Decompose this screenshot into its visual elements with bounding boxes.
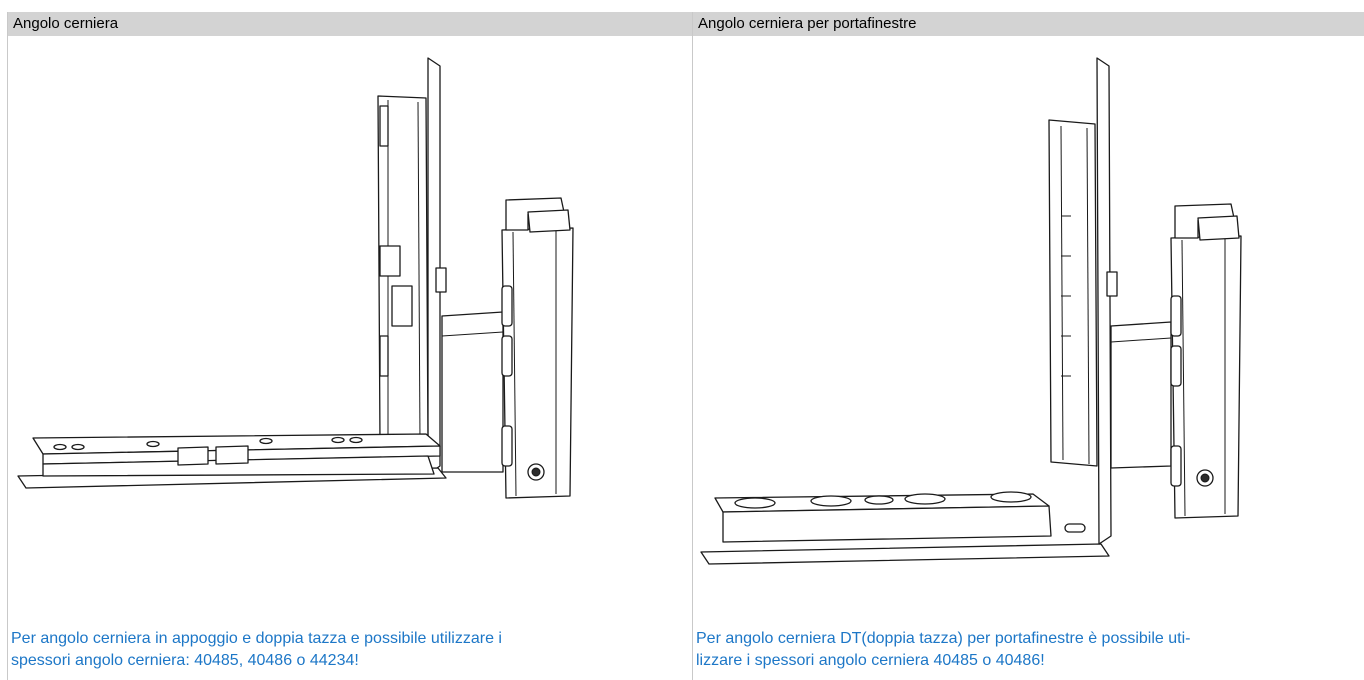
- hinge-corner-drawing: [8, 36, 692, 596]
- caption-line: lizzare i spessori angolo cerniera 40485…: [696, 652, 1045, 669]
- column-hinge-corner: Angolo cerniera: [7, 12, 693, 680]
- hinge-corner-french-window-illustration: [700, 57, 1242, 565]
- caption-line: Per angolo cerniera in appoggio e doppia…: [11, 630, 502, 647]
- cut-off-page-heading: [0, 0, 1364, 12]
- column-header: Angolo cerniera per portafinestre: [693, 12, 1364, 36]
- caption-note: Per angolo cerniera DT(doppia tazza) per…: [696, 628, 1364, 672]
- hinge-corner-french-window-drawing: [693, 36, 1364, 596]
- caption-line: spessori angolo cerniera: 40485, 40486 o…: [11, 652, 359, 669]
- product-table: Angolo cerniera: [7, 12, 1364, 680]
- caption-note: Per angolo cerniera in appoggio e doppia…: [11, 628, 681, 672]
- column-header: Angolo cerniera: [8, 12, 692, 36]
- caption-line: Per angolo cerniera DT(doppia tazza) per…: [696, 630, 1191, 647]
- hinge-corner-illustration: [17, 57, 574, 499]
- column-hinge-corner-french-window: Angolo cerniera per portafinestre: [693, 12, 1364, 680]
